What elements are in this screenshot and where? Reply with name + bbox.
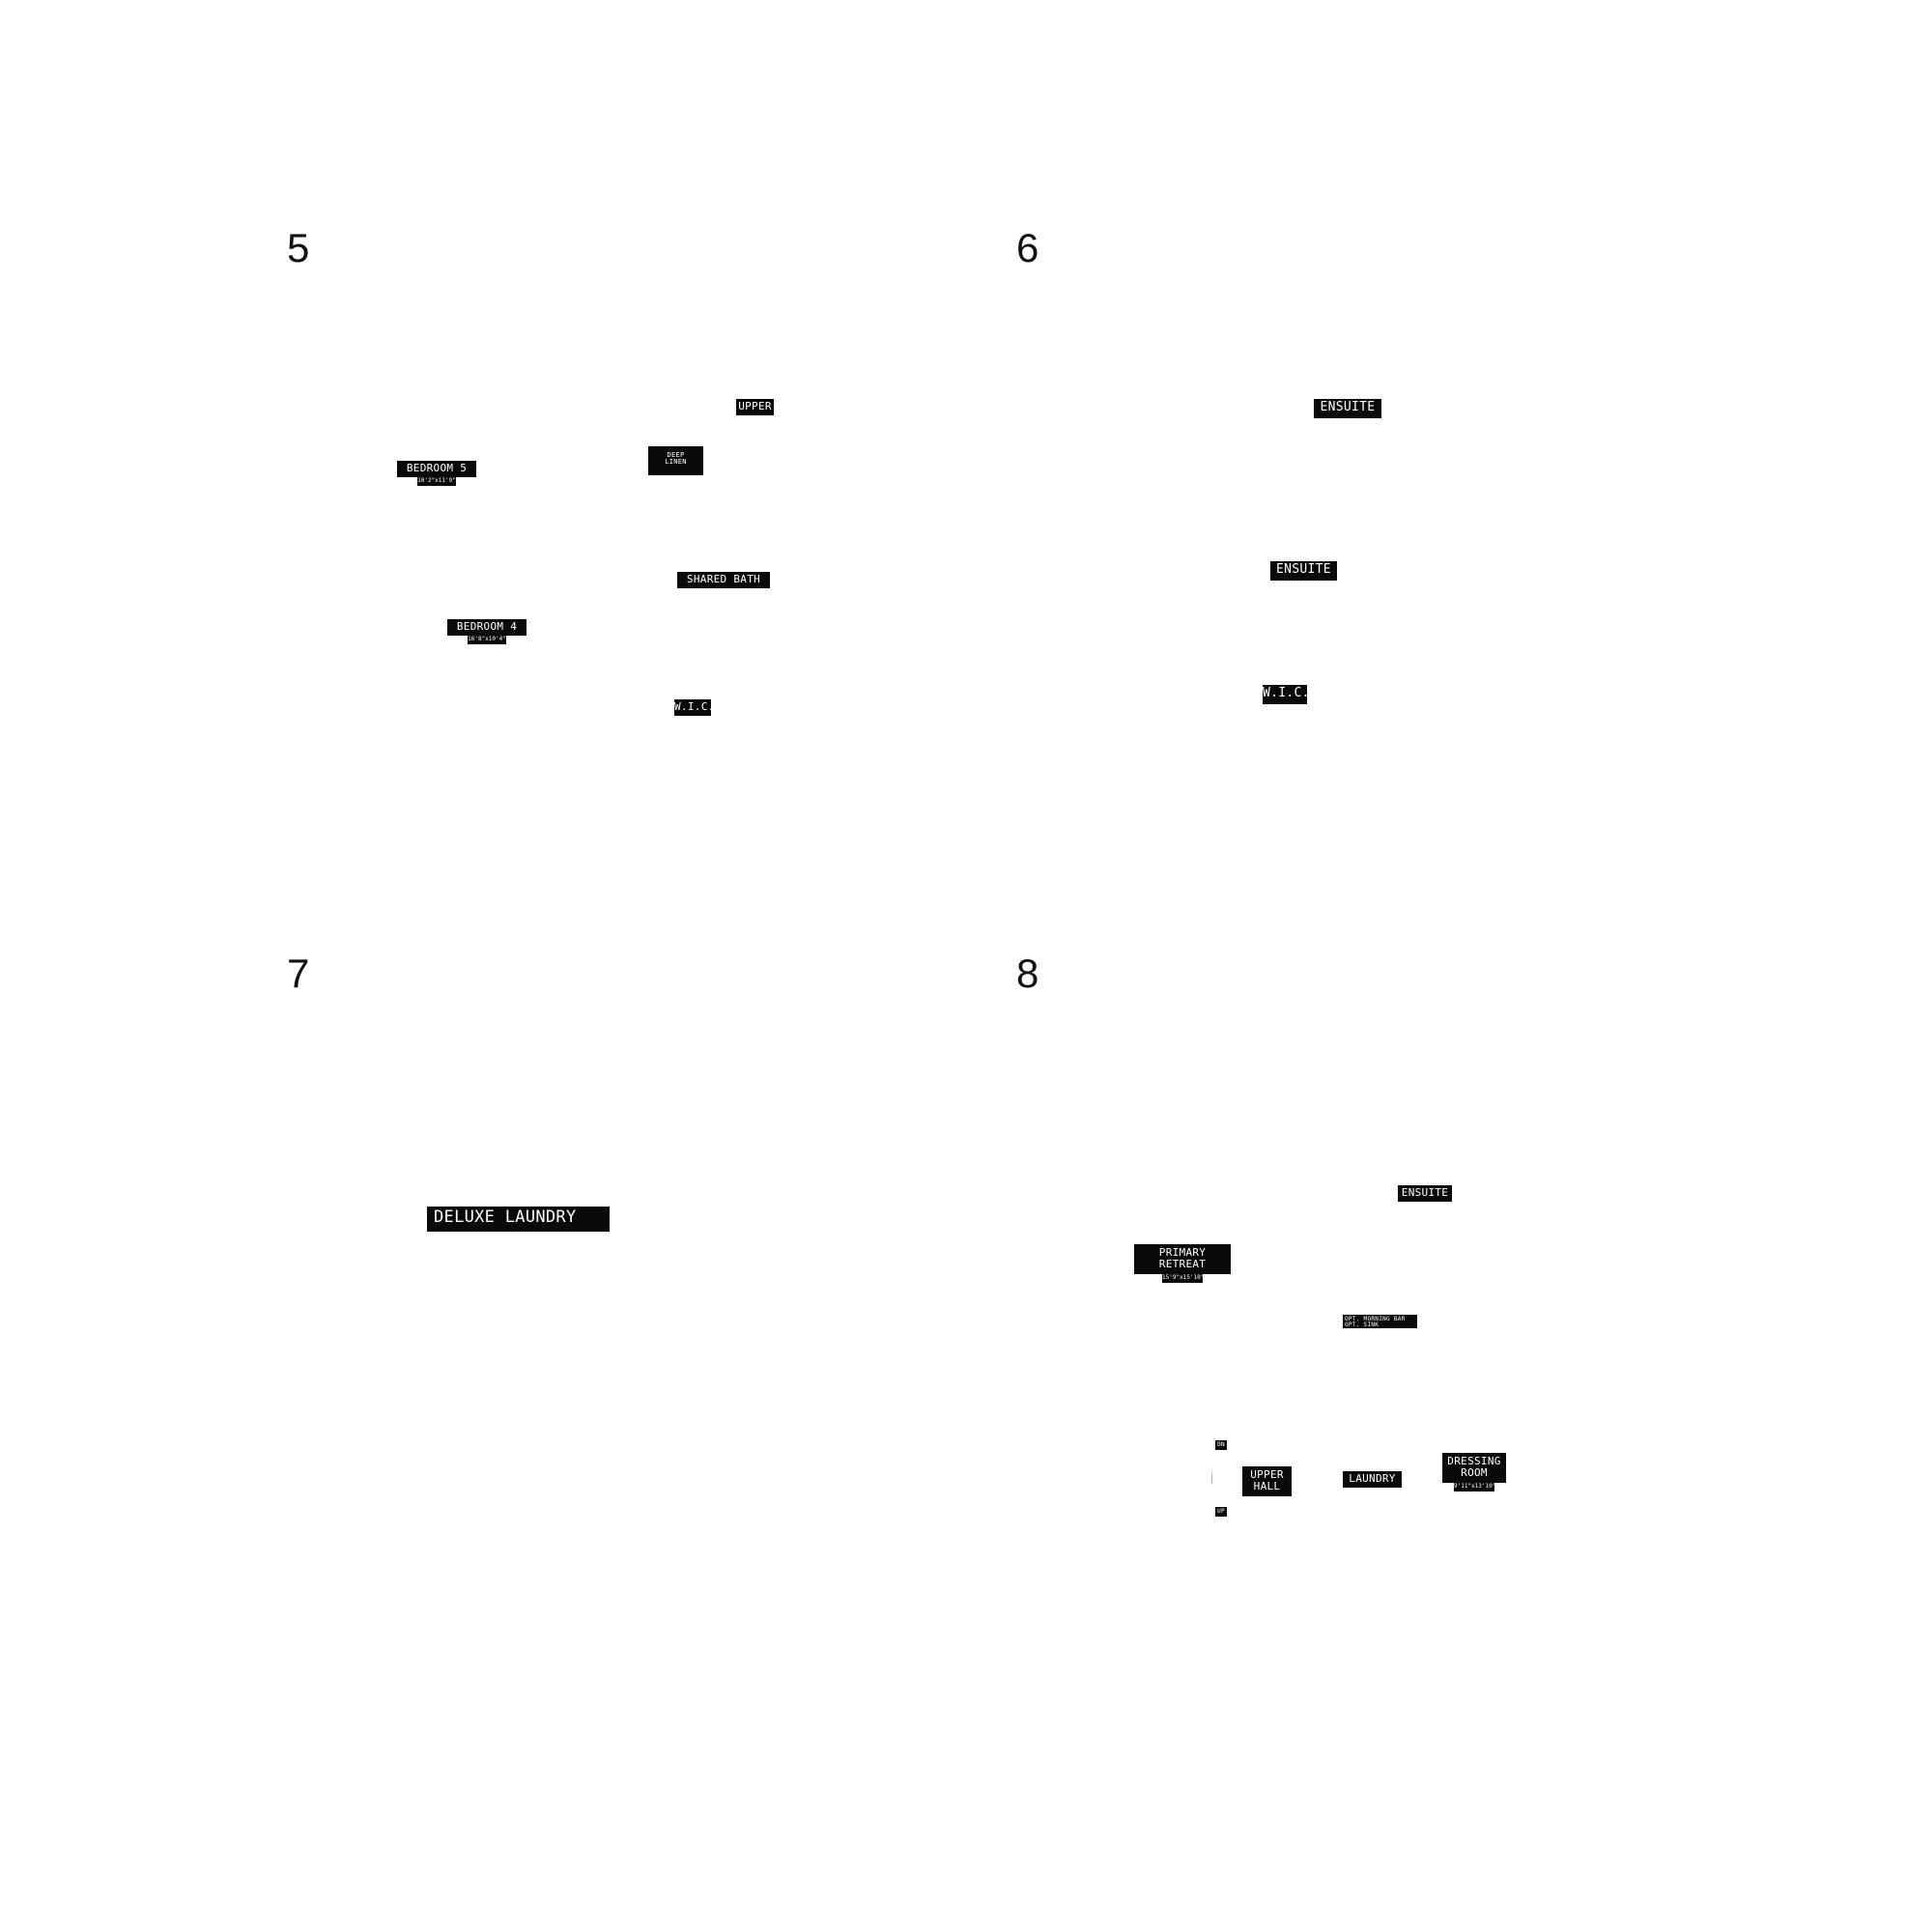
room-dimension-dressing-room: 9'11"x13'10" (1454, 1483, 1496, 1492)
room-label-shared-bath: SHARED BATH (677, 572, 770, 588)
room-label-ensuite: ENSUITE (1398, 1185, 1452, 1202)
room-label-bedroom-5: BEDROOM 5 (397, 461, 476, 477)
room-label-opt-morning-bar: OPT. MORNING BAR OPT. SINK (1343, 1315, 1417, 1328)
room-dimension-bedroom-5: 10'2"x11'9" (417, 477, 456, 486)
floorplan-panel-6: 6 ENSUITE ENSUITE W.I.C. (0, 0, 1381, 734)
room-label-ensuite: ENSUITE (1314, 399, 1381, 418)
room-label-ensuite: ENSUITE (1270, 561, 1337, 581)
panel-number: 7 (287, 951, 310, 996)
floorplan-panel-8: 8 ENSUITE PRIMARY RETREAT 15'9"x15'10" O… (0, 0, 1506, 1517)
room-label-bedroom-4: BEDROOM 4 (447, 619, 526, 636)
floorplan-panel-5: 5 UPPER DEEP LINEN BEDROOM 5 10'2"x11'9"… (0, 0, 774, 734)
panel-number: 8 (1016, 951, 1039, 996)
room-label-wic: W.I.C. (674, 699, 714, 716)
room-label-laundry: LAUNDRY (1343, 1471, 1402, 1488)
room-label-upper-hall: UPPER HALL (1242, 1466, 1292, 1496)
panel-number: 5 (287, 225, 310, 270)
stair-label-dn: DN (1215, 1440, 1227, 1450)
room-label-upper: UPPER (736, 399, 774, 415)
stair-label-up: UP (1215, 1507, 1227, 1517)
stair-divider (1211, 1472, 1212, 1484)
room-label-wic: W.I.C. (1263, 685, 1309, 704)
room-label-primary-retreat: PRIMARY RETREAT (1134, 1244, 1231, 1274)
room-dimension-primary-retreat: 15'9"x15'10" (1162, 1274, 1205, 1283)
room-dimension-bedroom-4: 16'8"x10'4" (468, 636, 506, 644)
room-label-deluxe-laundry: DELUXE LAUNDRY (427, 1207, 610, 1232)
floorplan-panel-7: 7 DELUXE LAUNDRY (0, 0, 734, 1232)
room-label-dressing-room: DRESSING ROOM (1442, 1453, 1506, 1483)
room-label-deep-linen: DEEP LINEN (648, 446, 703, 475)
panel-number: 6 (1016, 225, 1039, 270)
